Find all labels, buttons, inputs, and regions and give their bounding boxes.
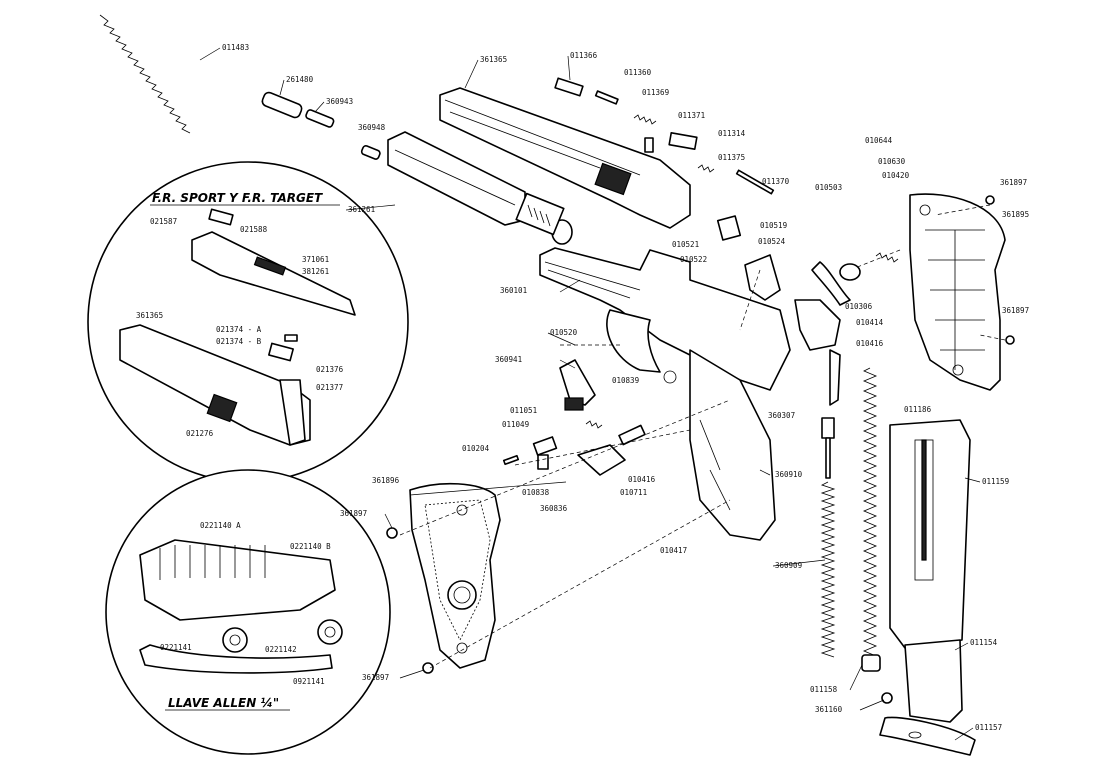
part-label: 261480 <box>286 75 314 84</box>
part-label: 010420 <box>882 171 910 180</box>
part-label: 361897 <box>362 673 389 682</box>
part-label: 010414 <box>856 318 884 327</box>
inset-title-allen-key: LLAVE ALLEN ¼" <box>168 696 279 710</box>
part-label: 011159 <box>982 477 1009 486</box>
part-label: 011483 <box>222 43 249 52</box>
part-label: 010644 <box>865 136 893 145</box>
inset-label: 021377 <box>316 383 343 392</box>
part-label: 010416 <box>628 475 656 484</box>
part-label: 010521 <box>672 240 699 249</box>
part-label: 360909 <box>775 561 802 570</box>
assembly-guide-lines <box>399 204 1006 669</box>
part-label: 010519 <box>760 221 787 230</box>
part-label: 011186 <box>904 405 932 414</box>
part-label: 360101 <box>500 286 527 295</box>
part-label: 360307 <box>768 411 795 420</box>
slide-small-parts <box>554 77 775 241</box>
part-label: 361365 <box>480 55 507 64</box>
leader-lines <box>199 47 981 741</box>
part-label: 011375 <box>718 153 745 162</box>
inset-label: 021374 - B <box>216 337 262 346</box>
right-grip <box>909 193 1006 391</box>
magazine <box>879 419 976 756</box>
part-label: 010503 <box>815 183 842 192</box>
guide-rod <box>261 91 381 160</box>
part-label: 361160 <box>815 705 843 714</box>
part-label: 361897 <box>1000 178 1027 187</box>
part-label: 011154 <box>970 638 998 647</box>
inset-label: 021588 <box>240 225 268 234</box>
part-label: 360941 <box>495 355 522 364</box>
part-label: 011360 <box>624 68 652 77</box>
part-label: 010630 <box>878 157 906 166</box>
inset-label: 021374 - A <box>216 325 262 334</box>
part-label: 010417 <box>660 546 687 555</box>
hammer-parts <box>744 252 899 406</box>
part-label: 010416 <box>856 339 884 348</box>
part-label: 011371 <box>678 111 705 120</box>
inset-label: 0221140 A <box>200 521 241 530</box>
part-label: 010524 <box>758 237 786 246</box>
left-grip <box>409 482 501 669</box>
part-label: 010204 <box>462 444 490 453</box>
part-label: 011366 <box>570 51 598 60</box>
slide-upper <box>439 87 691 229</box>
part-label: 360943 <box>326 97 353 106</box>
part-label: 011051 <box>510 406 537 415</box>
barrel <box>387 131 573 245</box>
part-label: 010520 <box>550 328 578 337</box>
part-label: 361897 <box>340 509 367 518</box>
inset-label: 0221141 <box>160 643 192 652</box>
inset-title-sport-target: F.R. SPORT Y F.R. TARGET <box>152 191 323 205</box>
part-label: 010838 <box>522 488 550 497</box>
part-label: 010839 <box>612 376 639 385</box>
part-label: 010522 <box>680 255 707 264</box>
frame-small-parts <box>502 359 646 476</box>
part-label: 361896 <box>372 476 400 485</box>
inset-label: 381261 <box>302 267 329 276</box>
inset-sport-target: F.R. SPORT Y F.R. TARGET <box>87 161 409 483</box>
inset-label: 0221140 B <box>290 542 331 551</box>
part-label: 361261 <box>348 205 375 214</box>
part-label: 361895 <box>1002 210 1029 219</box>
inset-label: 0921141 <box>293 677 325 686</box>
inset-label: 361365 <box>136 311 163 320</box>
part-label: 011158 <box>810 685 838 694</box>
part-label: 011157 <box>975 723 1002 732</box>
part-label: 010306 <box>845 302 873 311</box>
inset-label: 371061 <box>302 255 329 264</box>
inset-label: 021587 <box>150 217 177 226</box>
part-label: 011314 <box>718 129 746 138</box>
part-labels: 011483 261480 360943 360948 361365 01136… <box>136 43 1029 732</box>
springs <box>820 367 881 672</box>
inset-label: 021276 <box>186 429 214 438</box>
inset-label: 021376 <box>316 365 344 374</box>
recoil-spring <box>99 14 191 134</box>
part-label: 011370 <box>762 177 790 186</box>
part-label: 361897 <box>1002 306 1029 315</box>
inset-label: 0221142 <box>265 645 297 654</box>
part-label: 360910 <box>775 470 803 479</box>
frame <box>539 247 791 541</box>
part-label: 011369 <box>642 88 669 97</box>
inset-allen-key: LLAVE ALLEN ¼" <box>105 469 391 755</box>
part-label: 011049 <box>502 420 529 429</box>
part-label: 360836 <box>540 504 568 513</box>
part-label: 010711 <box>620 488 647 497</box>
part-label: 360948 <box>358 123 386 132</box>
